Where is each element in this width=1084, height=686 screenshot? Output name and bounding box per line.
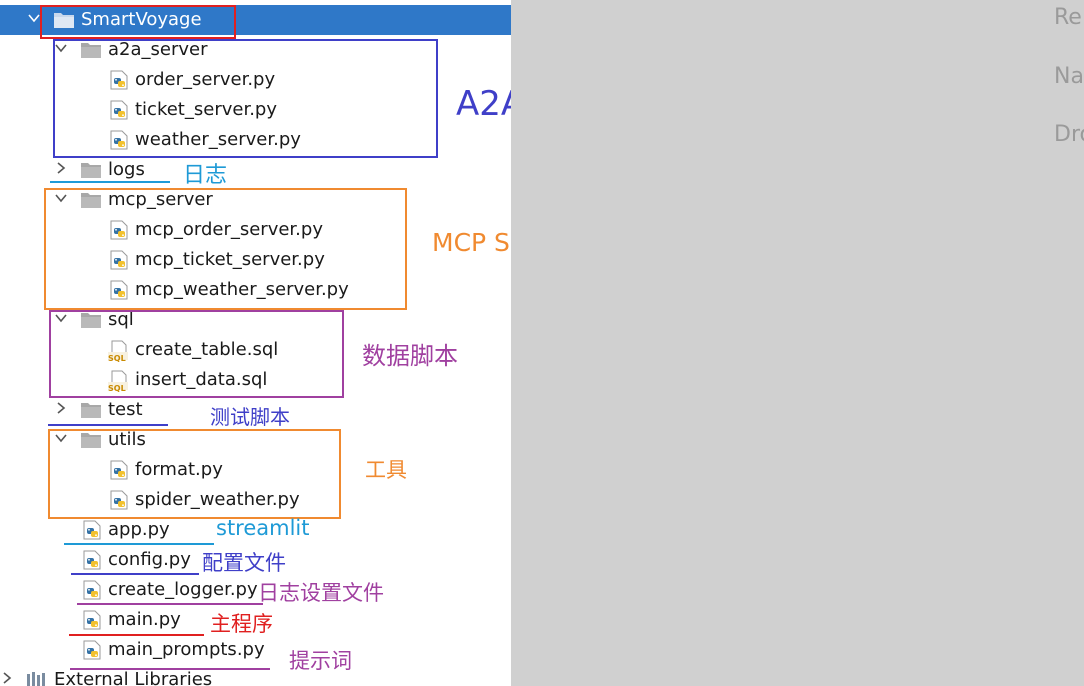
python-file-icon (81, 580, 103, 600)
tree-item-order-server[interactable]: order_server.py (0, 65, 511, 95)
annotation-underline-logs (50, 181, 170, 183)
tree-item-smartvoyage[interactable]: SmartVoyage (0, 5, 511, 35)
tree-item-label: sql (108, 309, 134, 330)
tree-item-app[interactable]: app.py (0, 515, 511, 545)
tree-item-label: SmartVoyage (81, 9, 202, 30)
tree-item-sql[interactable]: sql (0, 305, 511, 335)
folder-icon (80, 400, 102, 420)
chevron-right-icon[interactable] (54, 161, 68, 175)
tree-item-format[interactable]: format.py (0, 455, 511, 485)
tree-item-label: ticket_server.py (135, 99, 277, 120)
right-panel-label: Na (1054, 64, 1084, 89)
tree-item-create-logger[interactable]: create_logger.py (0, 575, 511, 605)
libraries-icon (25, 670, 47, 686)
tree-item-label: logs (108, 159, 145, 180)
annotation-underline-app (64, 543, 214, 545)
tree-item-label: create_logger.py (108, 579, 258, 600)
annotation-a2aserver: A2AServer (456, 84, 511, 124)
tree-item-label: weather_server.py (135, 129, 301, 150)
annotation-mcp-server: MCP Server (432, 228, 511, 257)
tree-item-utils[interactable]: utils (0, 425, 511, 455)
tree-item-mcp-ticket-server[interactable]: mcp_ticket_server.py (0, 245, 511, 275)
tree-item-test[interactable]: test (0, 395, 511, 425)
python-file-icon (81, 550, 103, 570)
annotation-config: 配置文件 (202, 551, 286, 575)
tree-item-a2a-server[interactable]: a2a_server (0, 35, 511, 65)
annotation-test: 测试脚本 (210, 405, 290, 429)
annotation-logs: 日志 (183, 163, 228, 188)
tree-item-weather-server[interactable]: weather_server.py (0, 125, 511, 155)
tree-item-main[interactable]: main.py (0, 605, 511, 635)
annotation-main: 主程序 (210, 612, 273, 636)
annotation-box-root (40, 5, 236, 39)
annotation-box-mcp (44, 188, 407, 310)
tree-item-label: order_server.py (135, 69, 276, 90)
tree-item-spider-weather[interactable]: spider_weather.py (0, 485, 511, 515)
tree-item-logs[interactable]: logs (0, 155, 511, 185)
tree-item-label: utils (108, 429, 146, 450)
tree-item-config[interactable]: config.py (0, 545, 511, 575)
tree-item-label: format.py (135, 459, 223, 480)
tree-item-label: main_prompts.py (108, 639, 265, 660)
annotation-main-prompts: 提示词 (289, 649, 352, 673)
chevron-right-icon[interactable] (0, 671, 14, 685)
tree-item-label: main.py (108, 609, 181, 630)
annotation-underline-create-logger (77, 603, 263, 605)
python-file-icon (81, 640, 103, 660)
chevron-right-icon[interactable] (54, 401, 68, 415)
tree-item-label: create_table.sql (135, 339, 279, 360)
tree-item-label: insert_data.sql (135, 369, 268, 390)
sql-badge: SQL (108, 384, 126, 393)
tree-item-mcp-weather-server[interactable]: mcp_weather_server.py (0, 275, 511, 305)
tree-item-label: mcp_server (108, 189, 213, 210)
tree-item-mcp-order-server[interactable]: mcp_order_server.py (0, 215, 511, 245)
annotation-box-sql (49, 310, 344, 398)
right-panel-label: Re (1054, 5, 1082, 30)
folder-icon (80, 160, 102, 180)
tree-item-label: config.py (108, 549, 191, 570)
tree-item-create-table-sql[interactable]: SQL create_table.sql (0, 335, 511, 365)
annotation-utils: 工具 (365, 458, 407, 482)
tree-item-mcp-server[interactable]: mcp_server (0, 185, 511, 215)
annotation-underline-main (69, 634, 204, 636)
tree-item-label: External Libraries (54, 669, 213, 686)
tree-item-label: spider_weather.py (135, 489, 300, 510)
python-file-icon (81, 520, 103, 540)
right-panel: Re Na Dro (511, 0, 1084, 686)
tree-item-label: test (108, 399, 143, 420)
annotation-box-utils (48, 429, 341, 519)
annotation-underline-test (48, 424, 168, 426)
project-tree: SmartVoyage a2a_server order_server.py t… (0, 0, 511, 686)
right-panel-label: Dro (1054, 122, 1084, 147)
chevron-down-icon[interactable] (27, 11, 41, 25)
tree-item-label: a2a_server (108, 39, 208, 60)
annotation-app: streamlit (216, 516, 310, 540)
sql-badge: SQL (108, 354, 126, 363)
tree-item-main-prompts[interactable]: main_prompts.py (0, 635, 511, 665)
python-file-icon (81, 610, 103, 630)
tree-item-label: mcp_weather_server.py (135, 279, 349, 300)
tree-item-label: mcp_order_server.py (135, 219, 323, 240)
tree-item-insert-data-sql[interactable]: SQL insert_data.sql (0, 365, 511, 395)
tree-item-ticket-server[interactable]: ticket_server.py (0, 95, 511, 125)
annotation-create-logger: 日志设置文件 (258, 581, 384, 605)
annotation-box-a2a (53, 39, 438, 158)
annotation-underline-main-prompts (70, 668, 270, 670)
annotation-sql: 数据脚本 (362, 342, 458, 370)
annotation-underline-config (71, 573, 199, 575)
tree-item-label: mcp_ticket_server.py (135, 249, 325, 270)
tree-item-label: app.py (108, 519, 170, 540)
tree-item-external-libraries[interactable]: External Libraries (0, 665, 511, 686)
